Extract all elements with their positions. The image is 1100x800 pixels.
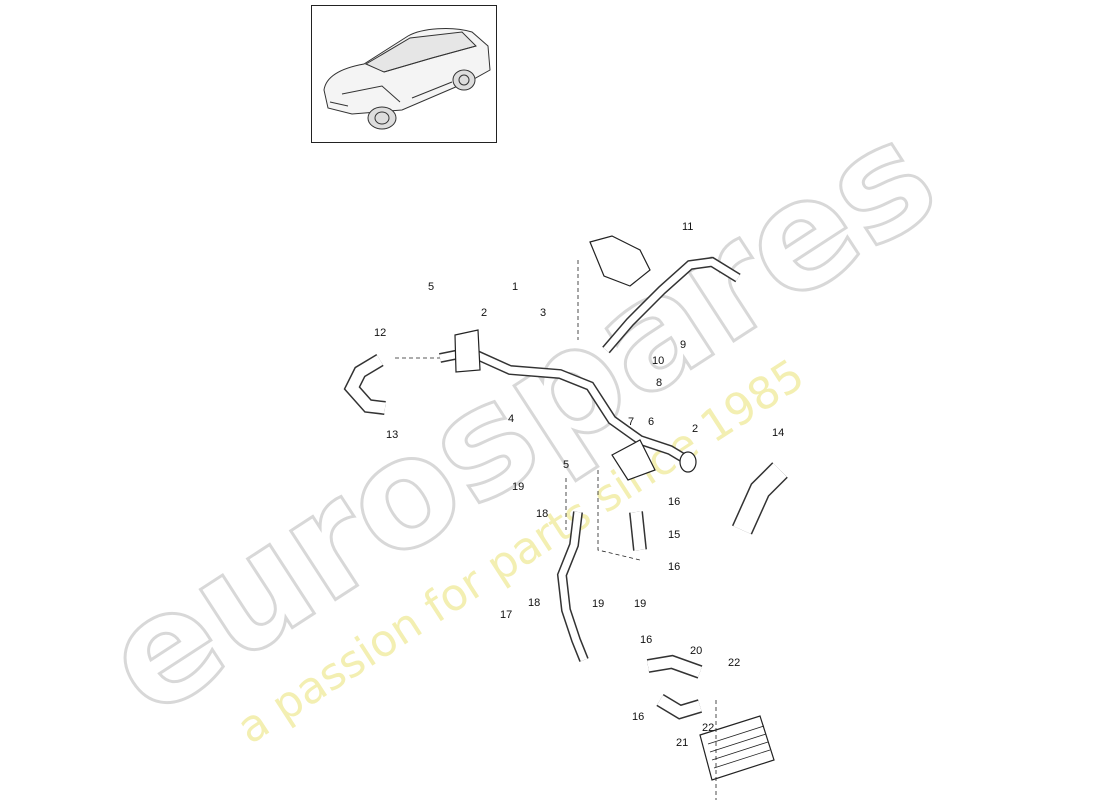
callout-5-upper: 5 bbox=[428, 281, 434, 293]
vehicle-thumbnail bbox=[311, 5, 497, 143]
callout-10: 10 bbox=[652, 355, 664, 367]
callout-16-b: 16 bbox=[668, 561, 680, 573]
callout-11: 11 bbox=[682, 221, 693, 233]
callout-2-upper: 2 bbox=[481, 307, 487, 319]
callout-12: 12 bbox=[374, 327, 386, 339]
callout-3: 3 bbox=[540, 307, 546, 319]
callout-16-c: 16 bbox=[640, 634, 652, 646]
callout-15: 15 bbox=[668, 529, 680, 541]
callout-19-a: 19 bbox=[512, 481, 524, 493]
callout-13: 13 bbox=[386, 429, 398, 441]
callout-16-d: 16 bbox=[632, 711, 644, 723]
callout-1: 1 bbox=[512, 281, 518, 293]
callout-2-lower: 2 bbox=[692, 423, 698, 435]
callout-5-lower: 5 bbox=[563, 459, 569, 471]
callout-9: 9 bbox=[680, 339, 686, 351]
callout-8: 8 bbox=[656, 377, 662, 389]
callout-labels: 1 2 2 3 4 5 5 6 7 8 9 10 11 12 13 14 15 … bbox=[374, 221, 784, 749]
callout-16-a: 16 bbox=[668, 496, 680, 508]
callout-7: 7 bbox=[628, 416, 634, 428]
callout-19-b: 19 bbox=[592, 598, 604, 610]
watermark: eurospares a passion for parts since 198… bbox=[73, 86, 966, 754]
callout-19-c: 19 bbox=[634, 598, 646, 610]
car-thumbnail-icon bbox=[323, 28, 491, 130]
callout-22-a: 22 bbox=[728, 657, 740, 669]
watermark-brand: eurospares bbox=[75, 88, 965, 750]
callout-18-upper: 18 bbox=[536, 508, 548, 520]
callout-22-b: 22 bbox=[702, 722, 714, 734]
callout-4: 4 bbox=[508, 413, 514, 425]
callout-18-lower: 18 bbox=[528, 597, 540, 609]
callout-20: 20 bbox=[690, 645, 702, 657]
callout-17: 17 bbox=[500, 609, 512, 621]
callout-14: 14 bbox=[772, 427, 784, 439]
callout-6: 6 bbox=[648, 416, 654, 428]
coolant-pipe-drawing bbox=[343, 235, 788, 800]
callout-21: 21 bbox=[676, 737, 688, 749]
